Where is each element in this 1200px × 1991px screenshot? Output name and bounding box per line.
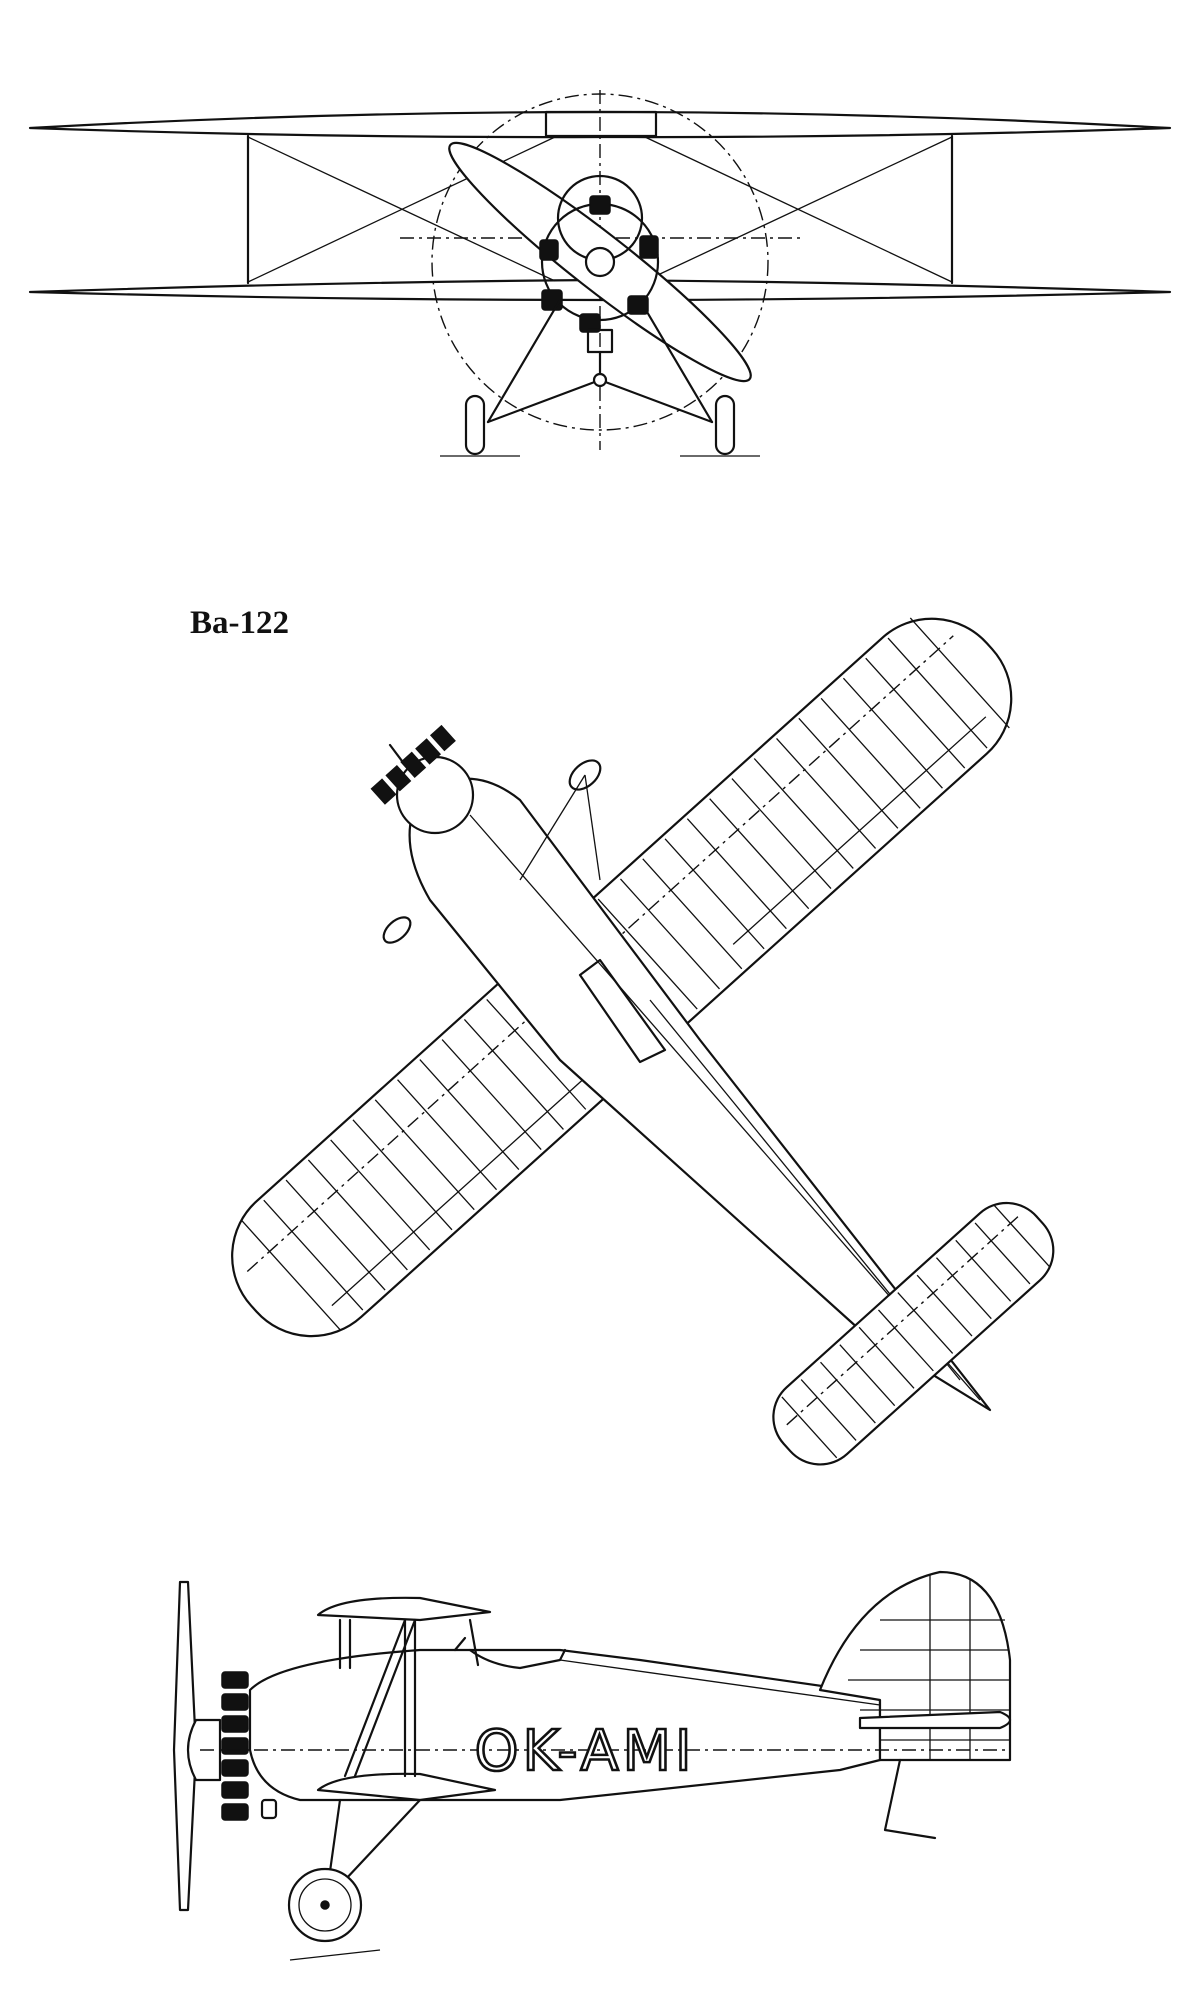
front-wheels — [440, 394, 760, 457]
top-tailplane-ribs — [781, 1205, 1050, 1459]
side-fin-ribs — [848, 1575, 1010, 1760]
front-gear-hub — [592, 372, 608, 388]
front-view — [28, 90, 1172, 457]
front-landing-gear — [486, 298, 714, 424]
top-engine — [370, 724, 475, 835]
top-wing-spar — [246, 635, 954, 1273]
side-tailplane — [858, 1710, 1012, 1730]
front-center-section — [544, 110, 658, 138]
aircraft-designation-label: Ba-122 — [190, 605, 289, 641]
side-upper-wing — [316, 1596, 492, 1622]
top-view — [231, 617, 1055, 1466]
top-tailplane — [772, 1201, 1055, 1466]
front-bracing-wires — [247, 136, 953, 283]
side-cabane-struts — [338, 1618, 480, 1778]
side-view: OK-AMI — [172, 1570, 1012, 1961]
top-tailplane-group — [772, 1201, 1055, 1466]
side-fuselage — [248, 1648, 882, 1802]
side-propeller — [172, 1580, 198, 1912]
front-radial-engine — [539, 174, 660, 354]
side-engine-cylinders — [221, 1671, 249, 1821]
registration-marking: OK-AMI — [474, 1719, 695, 1784]
side-tail-skid — [883, 1758, 937, 1840]
side-lower-wing — [316, 1772, 497, 1802]
top-cockpit — [578, 958, 667, 1064]
